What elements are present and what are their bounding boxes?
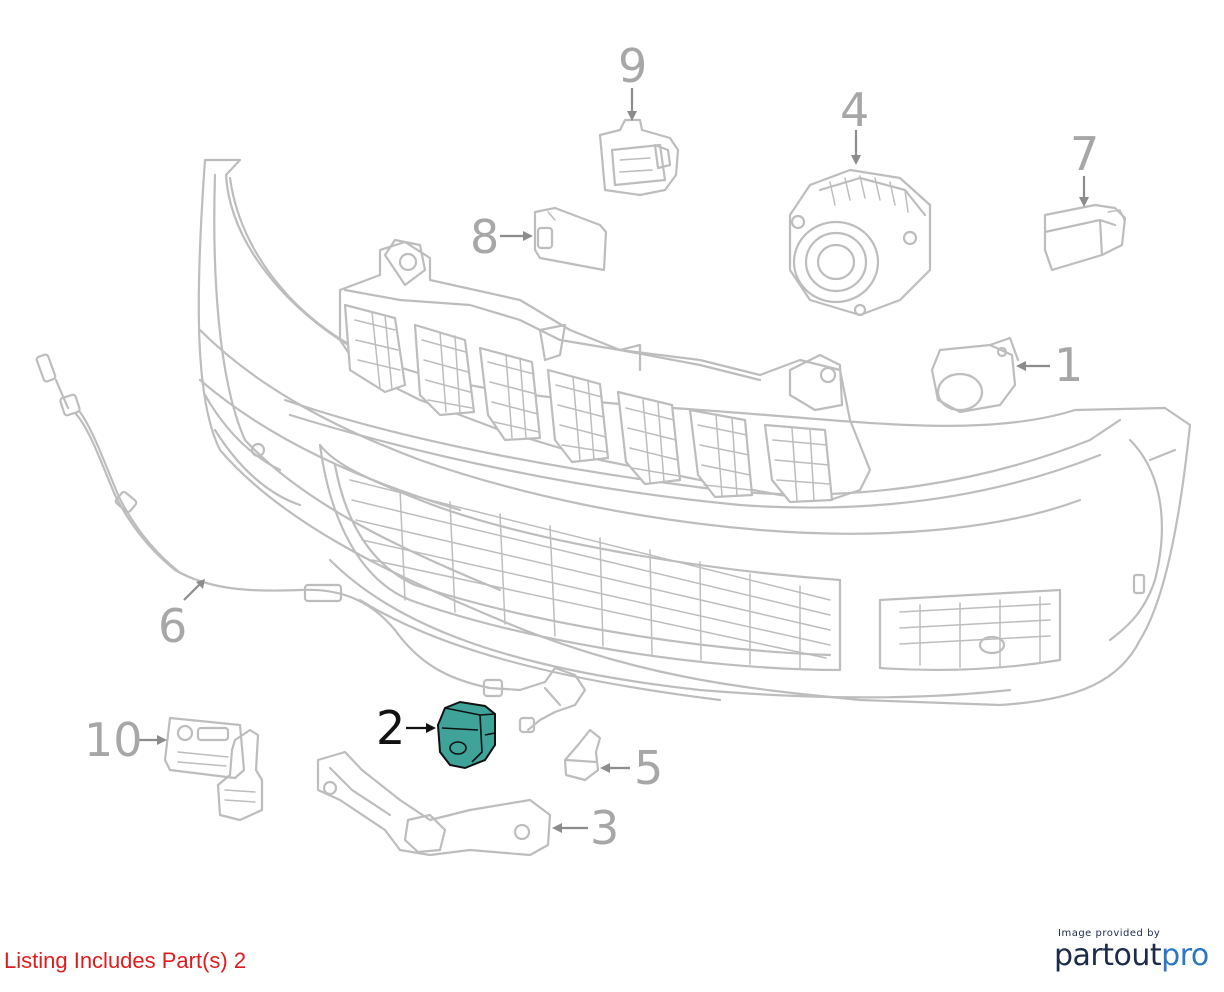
part-4-radar-module [788,168,932,317]
callout-6: 6 [158,599,187,653]
part-3-bracket [316,750,552,857]
part-5-cap [563,728,602,782]
grille-slots [343,303,834,504]
callout-10: 10 [84,713,143,767]
part-6-wiring-harness [35,353,587,734]
callout-3: 3 [590,801,619,855]
leader-arrows [138,88,1089,833]
brand-logo: partoutpro [1054,938,1209,973]
part-1-park-sensor [930,336,1020,414]
part-9-sensor-bracket [598,118,680,197]
callout-labels: 1 2 3 4 5 6 7 8 9 10 [84,39,1099,855]
listing-includes-text: Listing Includes Part(s) 2 [4,948,247,973]
part-7-connector [1043,203,1127,272]
callout-9: 9 [618,39,647,93]
front-bumper-fascia [197,158,1192,707]
part-8-clip [533,206,608,272]
callout-7: 7 [1070,127,1099,181]
upper-grille [338,238,872,504]
brand-logo-pro: pro [1161,938,1209,973]
callout-2: 2 [376,701,405,755]
callout-5: 5 [634,741,663,795]
callout-4: 4 [840,83,869,137]
callout-1: 1 [1054,338,1083,392]
part-2-sensor-highlighted [436,700,496,770]
brand-logo-part: partout [1054,938,1162,973]
part-10-module [163,716,264,822]
brand-tagline: Image provided by [1058,928,1161,939]
callout-8: 8 [470,210,499,264]
